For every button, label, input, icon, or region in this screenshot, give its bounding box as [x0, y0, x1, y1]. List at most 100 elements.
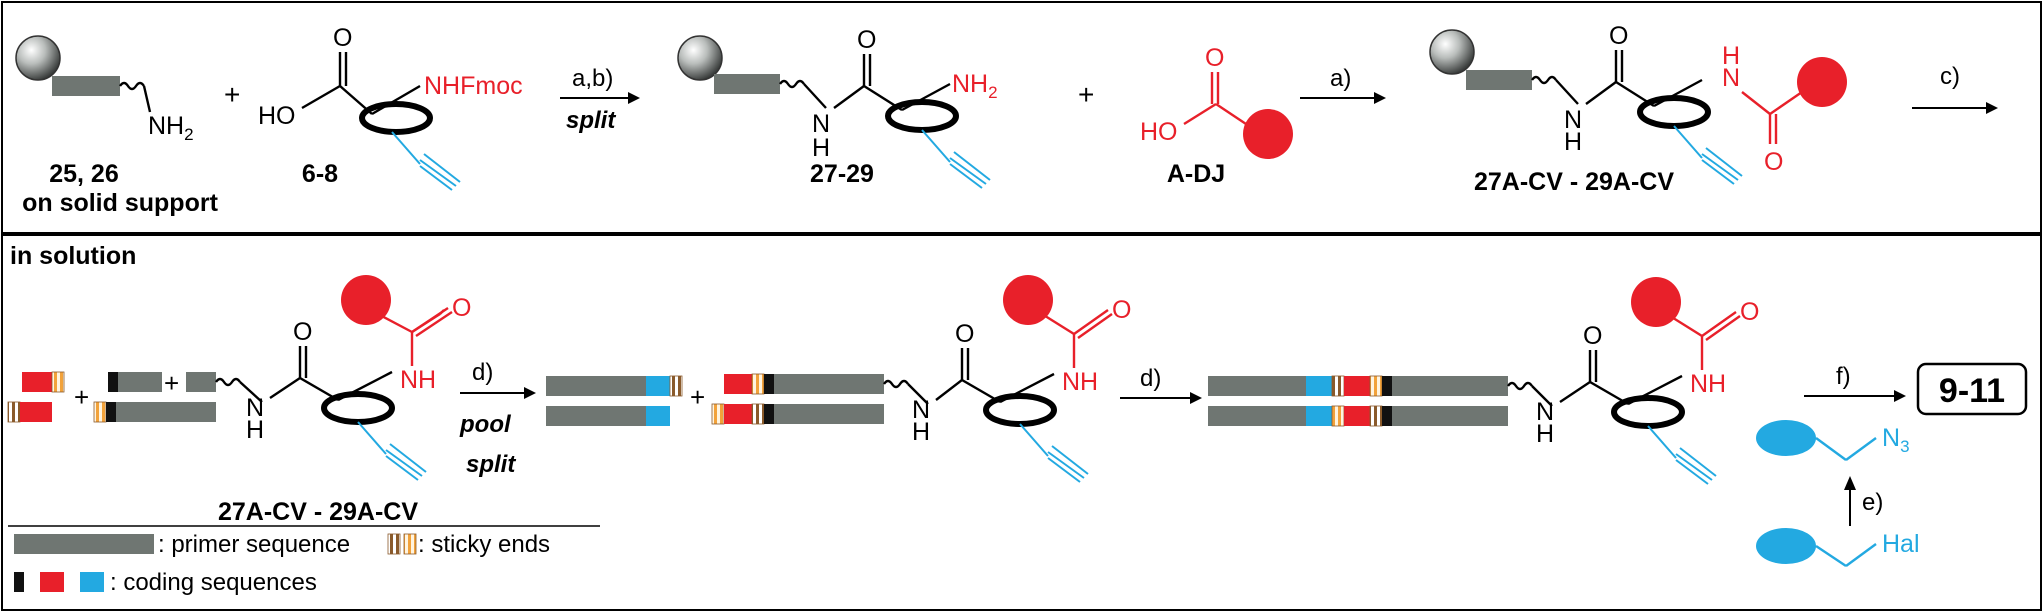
duplex-full [1208, 375, 1533, 427]
primer-block [714, 74, 780, 94]
svg-text:d): d) [472, 359, 493, 386]
coding-cyan-block [646, 406, 670, 426]
coding-black-block [108, 372, 118, 392]
coding-red-block [724, 404, 752, 424]
building-block-red-circle [1003, 275, 1053, 325]
svg-text:O: O [1764, 148, 1783, 176]
duplex-pair-1: + [546, 373, 909, 426]
sticky-end [669, 375, 683, 397]
compound-6-8: HO O NHFmoc 6-8 [258, 24, 523, 191]
cyan-ellipse [1756, 528, 1816, 564]
in-solution-label: in solution [10, 242, 136, 270]
legend-coding-black-swatch [14, 572, 24, 592]
primer-block [774, 404, 884, 424]
svg-text:a): a) [1330, 65, 1351, 92]
svg-text:O: O [955, 320, 974, 348]
svg-text:O: O [1205, 44, 1224, 72]
svg-text:NH: NH [1062, 368, 1098, 396]
legend-sticky-swatch [403, 533, 417, 555]
coding-black-block [1382, 376, 1392, 396]
compound-label-27-29: 27-29 [810, 160, 874, 188]
svg-text:O: O [1609, 22, 1628, 50]
amine-nh2: NH2 [952, 70, 998, 102]
halide-building-block: Hal [1756, 528, 1920, 567]
on-solid-support-label: on solid support [22, 189, 218, 217]
svg-text:O: O [1583, 322, 1602, 350]
solid-support-bead [15, 35, 61, 81]
svg-text:H: H [1536, 420, 1554, 448]
svg-text:NH: NH [1690, 370, 1726, 398]
halide-group: Hal [1882, 530, 1920, 558]
compound-label-6-8: 6-8 [302, 160, 338, 188]
compound-intermediate-1: N H O NH O [907, 275, 1131, 483]
svg-text:O: O [1112, 296, 1131, 324]
svg-text:H: H [912, 418, 930, 446]
coding-red-block [22, 372, 52, 392]
building-block-red-circle [1797, 57, 1847, 107]
solid-support-bead [1429, 29, 1475, 75]
amine-group: NH2 [148, 112, 194, 144]
plus-sign: + [224, 79, 240, 110]
svg-text:N: N [1536, 398, 1554, 426]
building-block-red-circle [1243, 109, 1293, 159]
svg-text:c): c) [1940, 63, 1960, 90]
arrow-a: a) [1300, 65, 1386, 104]
primer-block [1466, 70, 1532, 90]
arrow-c: c) [1912, 63, 1998, 114]
svg-text:+: + [164, 368, 179, 398]
svg-text:O: O [293, 318, 312, 346]
building-block-red-circle [341, 275, 391, 325]
legend-primer-swatch [14, 534, 154, 554]
svg-text:H: H [246, 416, 264, 444]
ring-icon [888, 102, 956, 130]
compound-label-A-DJ: A-DJ [1167, 160, 1225, 188]
primer-block [774, 374, 884, 394]
primer-block [1208, 376, 1306, 396]
legend-coding-cyan-swatch [80, 572, 104, 592]
product-9-11: 9-11 [1916, 362, 2028, 416]
sticky-end [1369, 375, 1383, 397]
primer-block [116, 402, 216, 422]
compound-27A-CV-solution: N H O NH O 27A-CV - 29A-CV [218, 275, 471, 526]
solid-support-bead [677, 35, 723, 81]
coding-cyan-block [1306, 406, 1332, 426]
svg-text:O: O [857, 26, 876, 54]
svg-text:H: H [1564, 128, 1582, 156]
azide-group: N3 [1882, 424, 1910, 456]
sticky-end [93, 401, 107, 423]
compound-label-25-26: 25, 26 [49, 160, 119, 188]
compound-label-27A-CV-top: 27A-CV - 29A-CV [1474, 168, 1674, 196]
coding-red-block [724, 374, 752, 394]
coding-black-block [106, 402, 116, 422]
svg-text:N: N [812, 110, 830, 138]
coding-cyan-block [1306, 376, 1332, 396]
pool-label: pool [459, 411, 512, 438]
coding-red-block [1344, 376, 1370, 396]
arrow-ab: a,b) split [560, 65, 640, 134]
svg-text:N: N [1722, 64, 1740, 92]
compound-27-29: N H O NH2 27-29 [677, 26, 998, 189]
primer-block [52, 76, 120, 96]
arrow-e: e) [1844, 476, 1883, 526]
compound-label-27A-CV-bottom: 27A-CV - 29A-CV [218, 498, 418, 526]
azide-building-block: N3 [1756, 420, 1910, 461]
ring-icon [1640, 98, 1708, 126]
svg-text:HO: HO [1140, 118, 1178, 146]
svg-text:N: N [912, 396, 930, 424]
svg-text:+: + [690, 382, 705, 412]
svg-text:H: H [812, 134, 830, 162]
ring-icon [324, 394, 392, 422]
coding-red-block [20, 402, 52, 422]
sticky-end [7, 401, 21, 423]
svg-text:N: N [1564, 106, 1582, 134]
primer-block [118, 372, 162, 392]
coding-cyan-block [646, 376, 670, 396]
ring-icon [986, 396, 1054, 424]
ring-icon [1614, 398, 1682, 426]
sticky-end [751, 403, 765, 425]
coding-black-block [1382, 406, 1392, 426]
svg-text:d): d) [1140, 365, 1161, 392]
legend-coding-red-swatch [40, 572, 64, 592]
arrow-d1: d) pool split [459, 359, 536, 478]
